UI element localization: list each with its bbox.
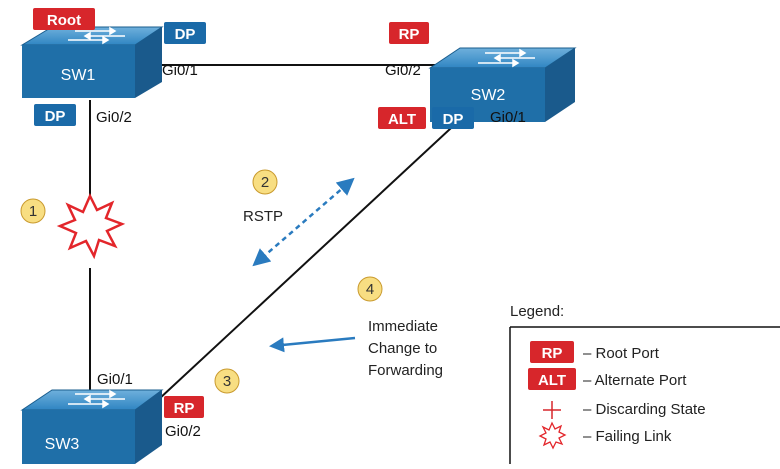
legend-failing-item: – Failing Link xyxy=(538,421,672,450)
sw1-gi01-dp-badge: DP xyxy=(164,22,206,44)
svg-text:3: 3 xyxy=(223,373,231,390)
switch-arrows-icon xyxy=(68,26,125,45)
step-1-marker: 1 xyxy=(20,198,46,224)
sw1-label: SW1 xyxy=(61,67,96,84)
svg-text:– Root Port: – Root Port xyxy=(583,345,660,362)
svg-text:– Alternate Port: – Alternate Port xyxy=(583,372,687,389)
sw3-port-gi02: Gi0/2 xyxy=(165,423,201,440)
legend-alt-item: ALT – Alternate Port xyxy=(528,368,687,390)
switch-sw3[interactable]: SW3 xyxy=(20,389,164,464)
svg-text:RP: RP xyxy=(399,26,420,43)
failing-link-icon xyxy=(538,421,567,450)
sw3-port-gi01: Gi0/1 xyxy=(97,371,133,388)
svg-text:ALT: ALT xyxy=(388,111,416,128)
svg-text:RP: RP xyxy=(542,345,563,362)
switch-arrows-icon xyxy=(478,48,535,68)
step-4-marker: 4 xyxy=(357,276,383,302)
svg-text:2: 2 xyxy=(261,174,269,191)
rstp-label: RSTP xyxy=(243,208,283,225)
sw1-port-gi02: Gi0/2 xyxy=(96,109,132,126)
discarding-state-icon xyxy=(543,401,561,419)
sw2-gi01-dp-badge: DP xyxy=(432,107,474,129)
rstp-exchange-arrow xyxy=(252,177,355,267)
svg-text:DP: DP xyxy=(45,108,66,125)
sw2-gi01-alt-badge: ALT xyxy=(378,107,426,129)
svg-text:1: 1 xyxy=(29,203,37,220)
step-3-marker: 3 xyxy=(214,368,240,394)
legend-rp-item: RP – Root Port xyxy=(530,341,660,363)
switch-arrows-icon xyxy=(68,389,125,409)
sw2-label: SW2 xyxy=(471,87,506,104)
step-2-marker: 2 xyxy=(252,169,278,195)
svg-text:– Failing Link: – Failing Link xyxy=(583,428,672,445)
svg-text:RP: RP xyxy=(174,400,195,417)
sw3-gi02-rp-badge: RP xyxy=(164,396,204,418)
change-line-1: Immediate xyxy=(368,318,438,335)
change-line-3: Forwarding xyxy=(368,362,443,379)
sw3-label: SW3 xyxy=(45,436,80,453)
svg-text:4: 4 xyxy=(366,281,374,298)
legend-title: Legend: xyxy=(510,303,564,320)
svg-text:– Discarding State: – Discarding State xyxy=(583,401,706,418)
switch-sw1[interactable]: SW1 xyxy=(20,26,164,98)
root-badge: Root xyxy=(33,8,95,30)
svg-text:Root: Root xyxy=(47,12,81,29)
legend-discarding-item: – Discarding State xyxy=(543,401,706,419)
failing-link-explosion-icon xyxy=(56,193,126,260)
forwarding-change-arrow xyxy=(269,336,356,353)
svg-text:ALT: ALT xyxy=(538,372,566,389)
sw2-gi02-rp-badge: RP xyxy=(389,22,429,44)
sw1-port-gi01: Gi0/1 xyxy=(162,62,198,79)
sw1-gi02-dp-badge: DP xyxy=(34,104,76,126)
legend: Legend: RP – Root Port ALT – Alternate P… xyxy=(509,303,780,464)
sw2-port-gi02: Gi0/2 xyxy=(385,62,421,79)
svg-text:DP: DP xyxy=(175,26,196,43)
sw2-port-gi01: Gi0/1 xyxy=(490,109,526,126)
svg-text:DP: DP xyxy=(443,111,464,128)
change-line-2: Change to xyxy=(368,340,437,357)
